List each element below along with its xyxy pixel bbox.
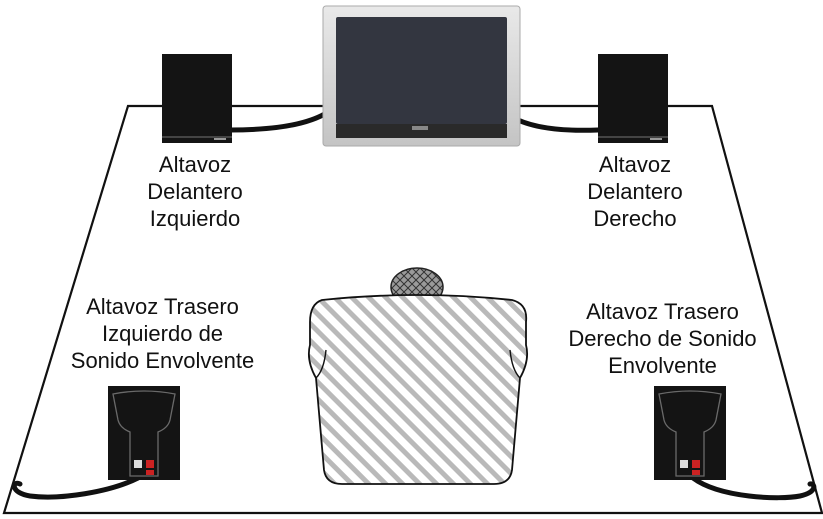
front-right-label-line-3: Derecho <box>593 206 677 231</box>
rear-left-label-line-1: Altavoz Trasero <box>86 294 239 319</box>
rear-right-speaker-label: Altavoz Trasero Derecho de Sonido Envolv… <box>545 298 780 379</box>
front-right-label-line-2: Delantero <box>587 179 683 204</box>
rear-right-label-line-3: Envolvente <box>608 353 717 378</box>
rear-left-label-line-2: Izquierdo de <box>101 321 224 346</box>
rear-left-speaker <box>108 386 180 480</box>
front-right-speaker <box>598 54 668 143</box>
front-right-label-line-1: Altavoz <box>598 152 672 177</box>
rear-left-label-line-3: Sonido Envolvente <box>70 348 255 373</box>
front-left-label-line-3: Izquierdo <box>149 206 241 231</box>
television-screen <box>336 17 507 124</box>
front-right-cable <box>515 117 601 133</box>
front-left-speaker <box>162 54 232 143</box>
front-left-label-line-1: Altavoz <box>158 152 232 177</box>
rear-right-cable <box>690 475 817 501</box>
rear-right-label-line-2: Derecho de Sonido <box>568 326 757 351</box>
front-right-speaker-label: Altavoz Delantero Derecho <box>560 151 710 232</box>
rear-left-speaker-label: Altavoz Trasero Izquierdo de Sonido Envo… <box>40 293 285 374</box>
rear-left-cable <box>11 475 141 500</box>
rear-right-label-line-1: Altavoz Trasero <box>586 299 739 324</box>
rear-right-speaker <box>654 386 726 480</box>
television <box>322 5 521 147</box>
listener-chair <box>307 294 529 485</box>
front-left-speaker-label: Altavoz Delantero Izquierdo <box>120 151 270 232</box>
front-left-cable <box>227 109 331 133</box>
front-left-label-line-2: Delantero <box>147 179 243 204</box>
